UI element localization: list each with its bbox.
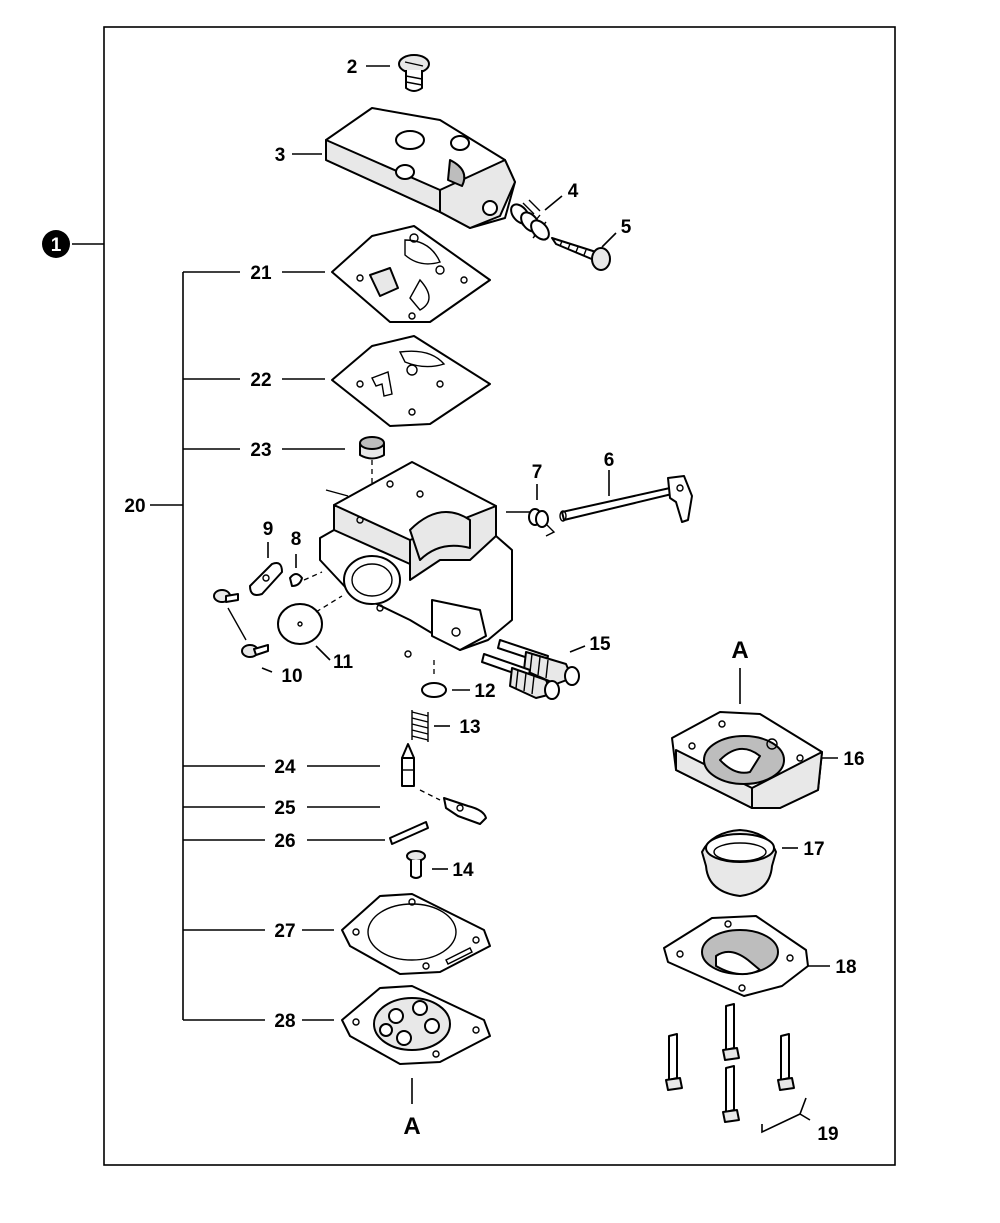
label-19: 19 — [817, 1124, 838, 1145]
assembly-callout: 1 — [42, 230, 104, 258]
label-3: 3 — [275, 145, 286, 166]
part-16-pump-body — [671, 668, 838, 809]
label-27: 27 — [274, 921, 295, 942]
label-6: 6 — [604, 450, 615, 471]
label-7: 7 — [532, 462, 543, 483]
assembly-callout-number: 1 — [51, 235, 62, 256]
label-5: 5 — [621, 217, 632, 238]
label-23: 23 — [250, 440, 271, 461]
label-22: 22 — [250, 370, 271, 391]
diagram-frame — [103, 26, 896, 1166]
label-16: 16 — [843, 749, 864, 770]
part-21-gasket — [282, 225, 491, 323]
label-20: 20 — [124, 496, 145, 517]
carburetor-body — [319, 461, 513, 678]
part-5-screw — [551, 232, 617, 271]
part-8-clip — [289, 554, 323, 587]
label-24: 24 — [274, 757, 296, 778]
part-14-screw — [406, 850, 448, 879]
label-26: 26 — [274, 831, 295, 852]
label-13: 13 — [459, 717, 480, 738]
label-14: 14 — [452, 860, 474, 881]
label-2: 2 — [347, 57, 358, 78]
part-13-spring — [411, 710, 450, 742]
label-10: 10 — [281, 666, 302, 687]
part-23-filter — [282, 436, 385, 498]
part-10-screws — [213, 589, 273, 673]
bracket-20 — [150, 271, 265, 1021]
part-27-gasket — [302, 893, 491, 975]
label-9: 9 — [263, 519, 274, 540]
part-24-needle — [307, 743, 415, 787]
part-26-pin — [307, 821, 429, 845]
label-11: 11 — [333, 652, 354, 673]
part-12-oring — [421, 682, 470, 698]
part-15-needles — [481, 639, 586, 700]
label-25: 25 — [274, 798, 296, 819]
label-15: 15 — [589, 634, 611, 655]
part-6-shaft — [559, 470, 693, 523]
label-21: 21 — [250, 263, 272, 284]
part-9-plate — [249, 542, 283, 596]
label-28: 28 — [274, 1011, 295, 1032]
part-3-cover — [292, 107, 516, 229]
part-25-lever — [307, 789, 487, 825]
section-marker-top: A — [731, 637, 748, 664]
part-4-spring — [510, 195, 563, 241]
part-7-spring — [506, 484, 556, 537]
part-18-cover — [663, 915, 830, 997]
label-18: 18 — [835, 957, 856, 978]
label-17: 17 — [803, 839, 824, 860]
part-2-screw — [366, 54, 430, 92]
part-11-diaphragm — [277, 595, 343, 661]
label-8: 8 — [291, 529, 302, 550]
part-28-diaphragm — [302, 985, 491, 1104]
part-22-gasket — [282, 335, 491, 427]
label-12: 12 — [474, 681, 495, 702]
section-marker-bottom: A — [403, 1113, 420, 1140]
part-19-bolts — [665, 1003, 811, 1134]
part-17-primer-bulb — [701, 829, 798, 897]
label-4: 4 — [568, 181, 579, 202]
